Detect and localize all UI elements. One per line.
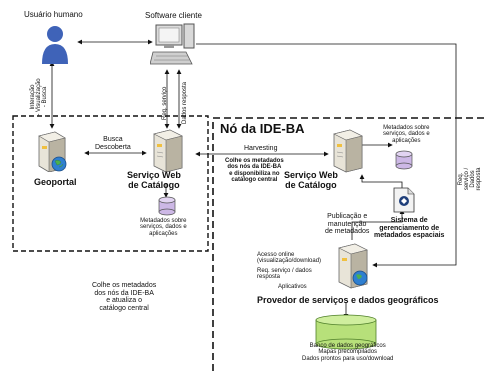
ide-node-title: Nó da IDE-BA <box>220 121 305 136</box>
metadata-right-label: Metadados sobre serviços, dados e aplica… <box>383 125 430 144</box>
applications-label: Aplicativos <box>278 284 307 290</box>
geo-database-label: Banco de dados geográficos Mapas precomp… <box>302 343 394 362</box>
catalog-server-right-icon <box>333 129 363 173</box>
metadata-system-icon <box>393 187 415 213</box>
geoportal-server-icon <box>38 131 67 172</box>
software-provider-link <box>196 43 457 268</box>
metadata-disk-right-icon <box>395 150 413 170</box>
harvest-bottom-label: Colhe os metadados dos nós da IDE-BA e a… <box>92 282 157 312</box>
left-node-boundary <box>12 115 209 252</box>
software-label: Software cliente <box>145 11 202 20</box>
metadata-system-label: Sistema de gerenciamento de metadados es… <box>374 217 445 240</box>
harvesting-text: Colhe os metadados dos nós da IDE-BA e d… <box>225 158 284 184</box>
provider-label: Provedor de serviços e dados geográficos <box>257 295 439 305</box>
online-access-label: Acesso online (visualização/download) <box>257 252 322 265</box>
interaction-label: Interação - Visualização - Busca <box>30 78 48 116</box>
metadata-left-label: Metadados sobre serviços, dados e aplica… <box>140 218 187 237</box>
geo-database-icon <box>315 314 377 350</box>
catalog-left-label: Serviço Web de Catálogo <box>127 170 181 190</box>
req-service-label: Req. serviço <box>162 86 168 120</box>
user-icon <box>42 26 68 64</box>
geoportal-label: Geoportal <box>34 177 77 187</box>
response-data-label: Dados resposta <box>182 81 188 124</box>
provider-server-icon <box>338 243 368 289</box>
harvesting-title: Harvesting <box>244 145 278 152</box>
req-data-middle-label: Req. serviço / dados resposta <box>257 268 312 281</box>
catalog-right-label: Serviço Web de Catálogo <box>284 170 338 190</box>
req-response-right-label: Req. serviço / Dados resposta <box>458 167 482 191</box>
catalog-server-left-icon <box>153 129 183 172</box>
search-discovery-label: Busca Descoberta <box>95 136 131 151</box>
publication-label: Publicação e manutenção de metadados <box>325 213 370 236</box>
computer-icon <box>150 23 195 65</box>
metadata-disk-left-icon <box>158 196 176 216</box>
provider-system-link <box>351 209 405 240</box>
ide-node-boundary <box>212 117 488 371</box>
user-label: Usuário humano <box>24 10 83 19</box>
